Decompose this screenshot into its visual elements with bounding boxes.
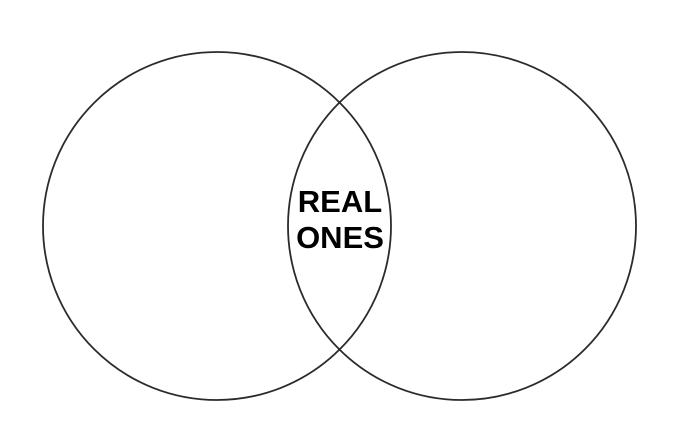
- right-circle: [287, 51, 637, 401]
- left-circle: [42, 51, 392, 401]
- overlap-label-line-2: ONES: [296, 220, 384, 255]
- overlap-label-line-1: REAL: [298, 184, 382, 219]
